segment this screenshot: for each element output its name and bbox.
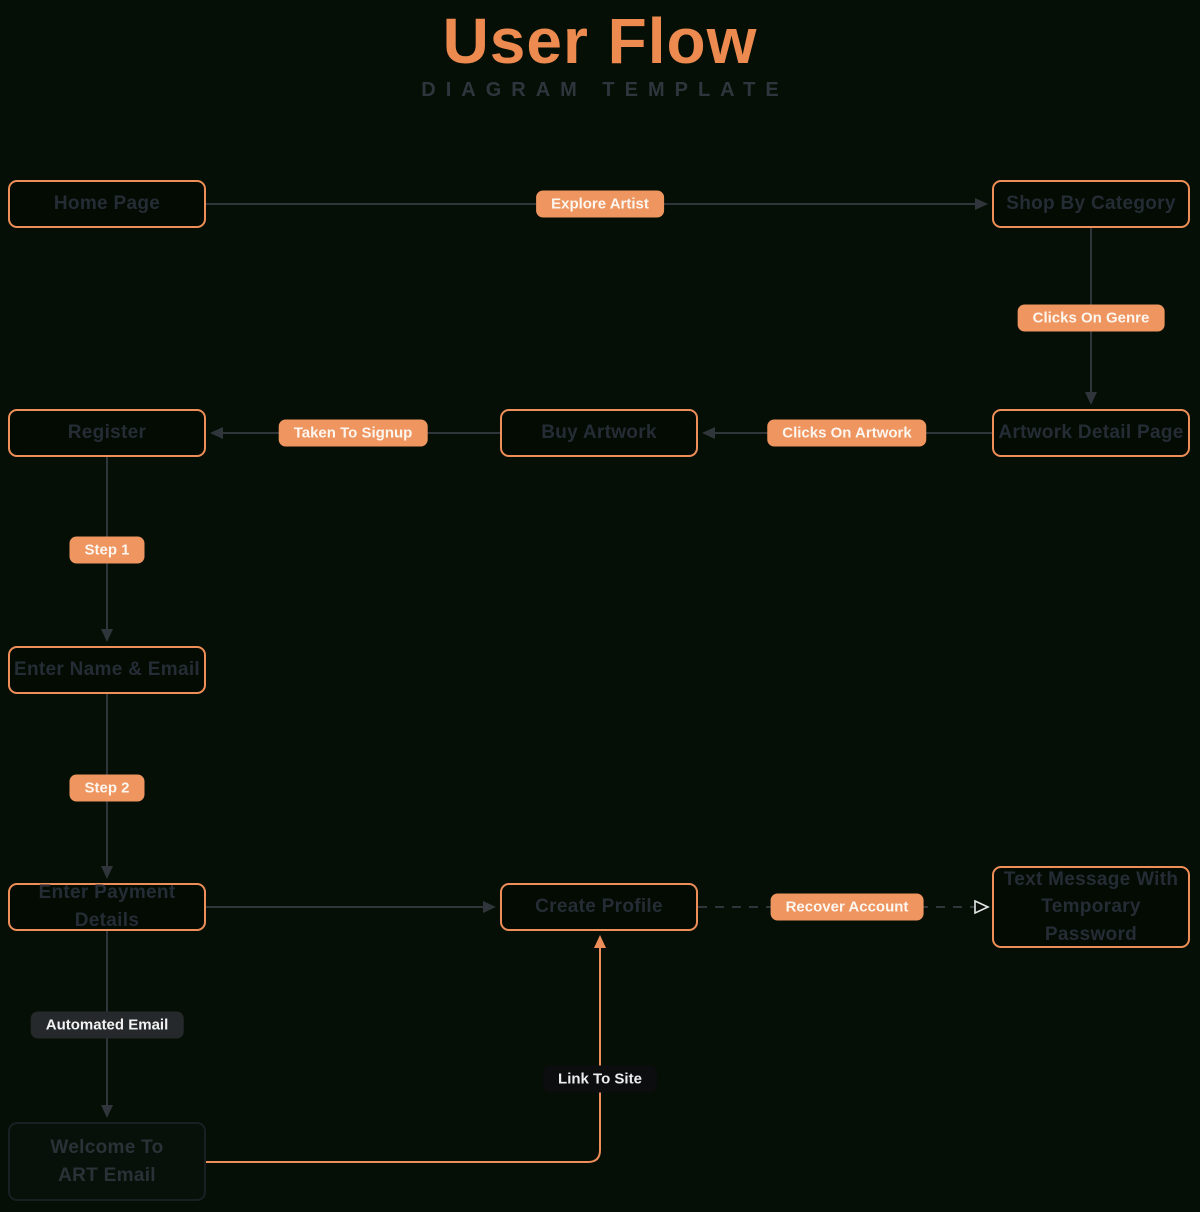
node-enter-name-email[interactable]: Enter Name & Email <box>8 646 206 694</box>
node-buy-artwork[interactable]: Buy Artwork <box>500 409 698 457</box>
node-shop-by-category[interactable]: Shop By Category <box>992 180 1190 228</box>
node-welcome-art-email[interactable]: Welcome To ART Email <box>8 1122 206 1201</box>
edge-label-clicks-on-genre[interactable]: Clicks On Genre <box>1017 304 1165 332</box>
edge-welcome-to-profile <box>206 935 606 1163</box>
edge-label-explore-artist[interactable]: Explore Artist <box>536 190 664 218</box>
node-register[interactable]: Register <box>8 409 206 457</box>
edge-label-taken-to-signup[interactable]: Taken To Signup <box>278 419 428 447</box>
node-label: Home Page <box>53 193 161 215</box>
node-label: Buy Artwork <box>541 422 657 444</box>
node-label: Shop By Category <box>1006 193 1176 215</box>
edge-label-link-to-site[interactable]: Link To Site <box>543 1065 657 1093</box>
node-artwork-detail-page[interactable]: Artwork Detail Page <box>992 409 1190 457</box>
diagram-title: User Flow <box>442 5 758 77</box>
edge-label-step-1[interactable]: Step 1 <box>69 536 145 564</box>
node-label: Artwork Detail Page <box>998 422 1184 444</box>
node-text-message[interactable]: Text Message With Temporary Password <box>992 866 1190 948</box>
edge-label-automated-email[interactable]: Automated Email <box>30 1011 184 1039</box>
node-enter-payment-details[interactable]: Enter Payment Details <box>8 882 206 931</box>
edge-label-step-2[interactable]: Step 2 <box>69 774 145 802</box>
node-label: Enter Payment Details <box>38 882 176 931</box>
node-create-profile[interactable]: Create Profile <box>500 883 698 931</box>
node-label: Register <box>67 422 147 444</box>
node-label: Text Message With Temporary Password <box>1003 868 1179 945</box>
node-label: Enter Name & Email <box>14 659 200 681</box>
diagram-header: User Flow DIAGRAM TEMPLATE <box>0 0 1200 102</box>
node-label: Welcome To ART Email <box>50 1136 164 1186</box>
diagram-subtitle: DIAGRAM TEMPLATE <box>421 79 789 102</box>
node-label: Create Profile <box>535 896 663 918</box>
edge-label-clicks-on-artwork[interactable]: Clicks On Artwork <box>767 419 927 447</box>
node-home-page[interactable]: Home Page <box>8 180 206 228</box>
edge-label-recover-account[interactable]: Recover Account <box>770 893 924 921</box>
